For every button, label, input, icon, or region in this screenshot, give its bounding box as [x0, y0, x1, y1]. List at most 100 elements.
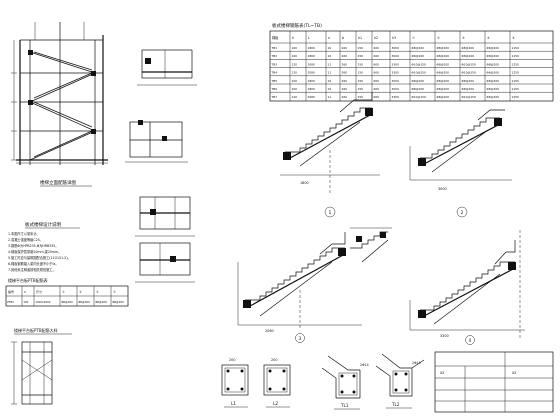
table-cell: Φ10@150 [412, 95, 427, 99]
table-cell: Φ8@200 [437, 87, 450, 91]
note-line: 6.梯板钢筋锚入梁内长度不小于la。 [8, 261, 59, 266]
small-table-header: ④ [113, 290, 116, 294]
table-cell: TB6 [271, 87, 278, 91]
table-header: ② [437, 36, 440, 40]
table-cell: 3300 [392, 71, 400, 75]
table-header: ⑤ [512, 36, 515, 40]
section-detail-a [137, 49, 197, 86]
platform-slab-detail: 楼梯平台板PTB配筋大样 [11, 327, 72, 405]
note-line: 4.梯板保护层厚度20mm,梁25mm。 [8, 249, 61, 254]
table-cell: 100 [292, 87, 298, 91]
table-header: h2 [374, 36, 378, 40]
table-cell: Φ10@150 [462, 71, 477, 75]
table-cell: 150 [358, 62, 364, 66]
title-block-text: XX [512, 371, 517, 375]
note-line: 2.混凝土强度等级C25。 [8, 237, 43, 242]
table-cell: 600 [374, 95, 380, 99]
table-cell: 600 [374, 62, 380, 66]
table-cell: 3300 [392, 62, 400, 66]
table-cell: 10 [328, 54, 332, 58]
small-table-cell: PTB1 [7, 300, 14, 304]
small-table-header: ① [62, 290, 65, 294]
title-block: XX XX [434, 351, 554, 413]
stair-section-4: 4 [409, 230, 525, 345]
table-cell: Φ8@200 [437, 62, 450, 66]
table-cell: Φ8@200 [437, 71, 450, 75]
table-cell: 600 [374, 79, 380, 83]
table-cell: 3000 [392, 54, 400, 58]
small-table-cell: 1400x2600 [35, 300, 51, 304]
small-table-header: 尺寸 [36, 289, 42, 294]
beam-detail-tl2: 2Φ14 TL2 [375, 353, 425, 409]
table-cell: Φ8@200 [487, 54, 500, 58]
table-cell: Φ8@200 [412, 46, 425, 50]
table-cell: 10 [328, 79, 332, 83]
table-cell: 10 [328, 46, 332, 50]
table-cell: Φ8@200 [487, 95, 500, 99]
table-cell: 120 [292, 71, 298, 75]
table-cell: Φ8@200 [412, 87, 425, 91]
table-cell: 11 [328, 71, 332, 75]
section-label: 3 [299, 336, 302, 341]
table-cell: 1800 [308, 54, 316, 58]
stair-dim: 3300 [440, 334, 449, 338]
table-cell: 260 [342, 79, 348, 83]
table-cell: Φ8@200 [462, 79, 475, 83]
beam-detail-l1: 200 L1 [221, 358, 249, 408]
section-label: 4 [469, 338, 472, 343]
table-cell: TB5 [271, 79, 278, 83]
table-cell: Φ8@200 [437, 54, 450, 58]
stair-section-1: 1 [280, 92, 380, 218]
table-cell: Φ8@200 [487, 62, 500, 66]
table-header: ③ [462, 36, 465, 40]
table-cell: 1150 [512, 46, 520, 50]
small-table-cell: Φ8@200 [95, 300, 107, 304]
table-cell: 1150 [512, 79, 520, 83]
table-cell: Φ8@200 [437, 46, 450, 50]
table-cell: 1800 [308, 46, 316, 50]
table-cell: TB4 [271, 71, 278, 75]
small-table-cell: Φ8@200 [112, 300, 124, 304]
table-cell: Φ10@150 [462, 95, 477, 99]
table-cell: 100 [292, 79, 298, 83]
table-cell: 10 [328, 87, 332, 91]
table-header: 梯板 [272, 35, 279, 40]
table-cell: Φ10@150 [412, 62, 427, 66]
table-cell: Φ8@200 [462, 54, 475, 58]
table-cell: 260 [342, 46, 348, 50]
table-cell: 150 [358, 87, 364, 91]
beam-dim: 200 [229, 358, 235, 362]
small-table-header: ③ [96, 290, 99, 294]
table-cell: 150 [358, 71, 364, 75]
tl-dim: 2Φ14 [412, 361, 421, 365]
stair-elevation [11, 22, 108, 165]
table-cell: TB2 [271, 54, 278, 58]
beam-detail-l2: 200 L2 [263, 358, 291, 408]
beam-label: L1 [231, 401, 236, 406]
table-header: n [328, 36, 330, 40]
table-cell: 600 [374, 87, 380, 91]
table-cell: Φ8@200 [437, 95, 450, 99]
table-cell: 260 [342, 62, 348, 66]
table-header: ④ [487, 36, 490, 40]
small-table-title: 楼梯平台板PTB配筋表 [8, 277, 48, 283]
tl-dim: 2Φ14 [360, 363, 369, 367]
note-line: 5.施工时应与建筑图配合施工(11G101-2)。 [8, 255, 71, 260]
table-cell: 11 [328, 95, 332, 99]
table-cell: 1250 [512, 62, 520, 66]
table-cell: 1150 [512, 87, 520, 91]
table-cell: 260 [342, 54, 348, 58]
note-line: 1.本图尺寸以毫米计。 [8, 231, 40, 236]
table-cell: 100 [292, 46, 298, 50]
table-cell: Φ8@200 [462, 46, 475, 50]
table-cell: Φ8@200 [462, 87, 475, 91]
table-cell: 1250 [512, 71, 520, 75]
table-cell: 11 [328, 62, 332, 66]
table-cell: TB7 [271, 95, 278, 99]
table-cell: 2080 [308, 62, 316, 66]
table-cell: 2080 [308, 95, 316, 99]
table-cell: 150 [358, 79, 364, 83]
table-cell: 1800 [308, 79, 316, 83]
